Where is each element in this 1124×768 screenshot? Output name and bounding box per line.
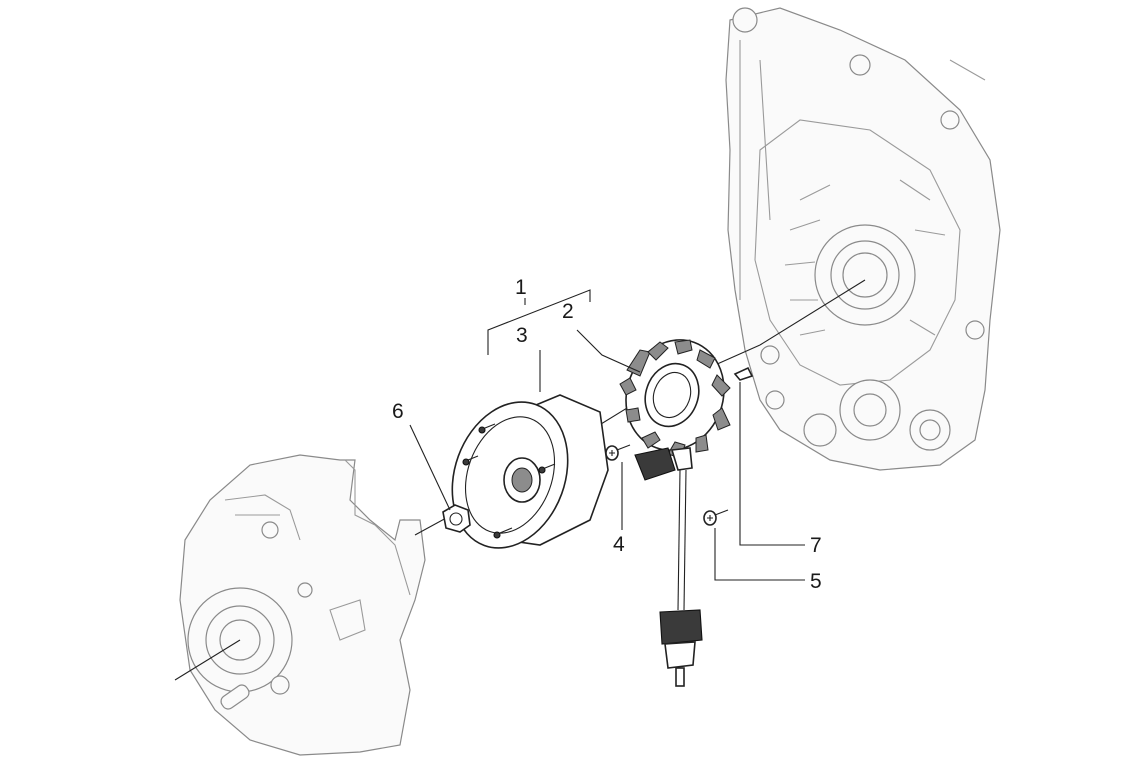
- woodruff-key: [733, 366, 754, 381]
- callout-4: 4: [613, 533, 625, 556]
- callout-6: 6: [392, 400, 404, 423]
- flywheel-nut: [442, 504, 471, 533]
- callout-5: 5: [810, 570, 822, 593]
- callout-7: 7: [810, 534, 822, 557]
- stator-screw: [605, 444, 631, 461]
- callout-leaders: [409, 289, 805, 581]
- crankcase-housing: [725, 7, 1001, 471]
- callout-3: 3: [516, 324, 528, 347]
- callout-labels: 1 2 3 4 5 6 7: [392, 276, 822, 593]
- callout-2: 2: [562, 300, 574, 323]
- flywheel-cover: [179, 454, 426, 756]
- callout-1: 1: [515, 276, 527, 299]
- flywheel-rotor: [451, 394, 609, 549]
- pickup-screw: [703, 509, 729, 526]
- stator: [619, 339, 731, 687]
